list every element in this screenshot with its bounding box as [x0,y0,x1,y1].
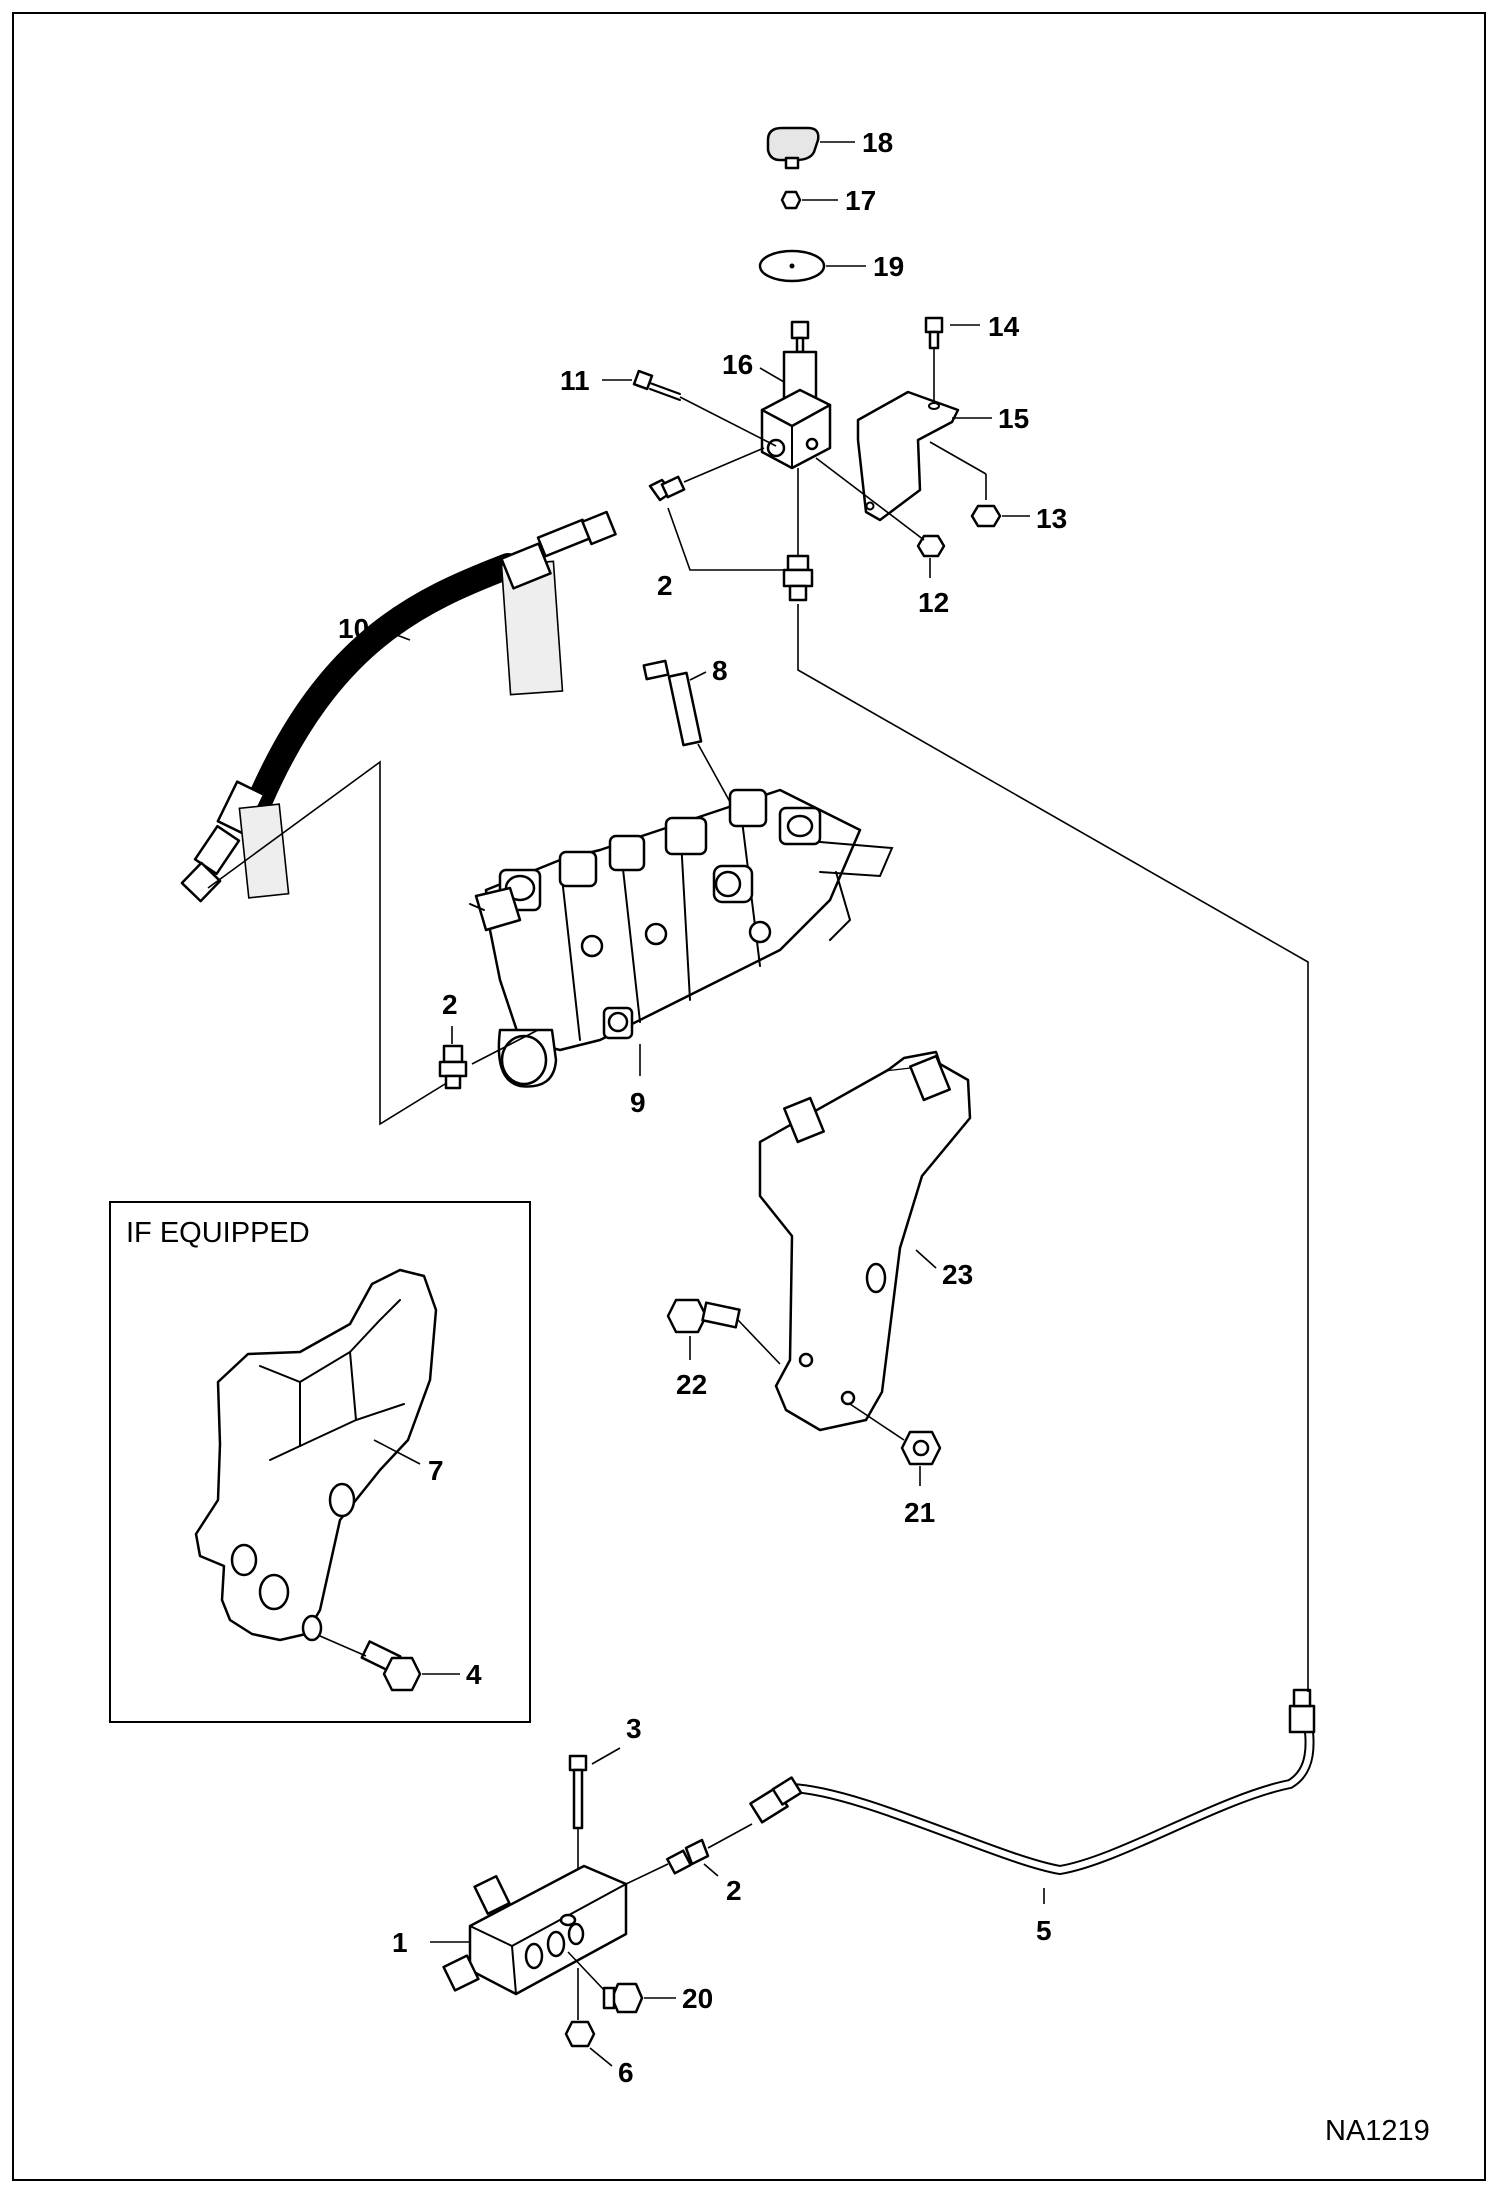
callout-14: 14 [988,311,1020,342]
part-15-bracket [856,390,960,522]
inset-box [109,1201,531,1723]
callout-1: 1 [392,1927,408,1958]
part-19-washer [758,249,826,283]
part-1-manifold [442,1864,628,1996]
diagram-border [12,12,1486,2181]
drawing-number: NA1219 [1325,2115,1430,2147]
part-21-nut [900,1430,942,1466]
part-14-bolt [924,316,944,350]
callout-6: 6 [618,2057,634,2088]
callout-16: 16 [722,349,753,380]
callout-12: 12 [918,587,949,618]
callout-2-lower: 2 [726,1875,742,1906]
callout-7: 7 [428,1455,444,1486]
callout-2-middle: 2 [442,989,458,1020]
callout-2-top: 2 [657,570,673,601]
callout-10: 10 [338,613,369,644]
part-22-bolt [666,1298,741,1334]
part-18-knob [766,126,820,170]
part-13-nut [970,504,1002,528]
callout-21: 21 [904,1497,935,1528]
part-2-fitting-left [648,475,686,502]
part-23-bracket [758,1050,972,1432]
callout-5: 5 [1036,1915,1052,1946]
callout-18: 18 [862,127,893,158]
part-4-bolt [360,1640,422,1692]
callout-20: 20 [682,1983,713,2014]
callout-13: 13 [1036,503,1067,534]
part-20-plug [602,1982,644,2014]
callout-4: 4 [466,1659,482,1690]
part-17-nut [780,190,802,210]
part-6-nut [564,2020,596,2048]
part-8-bolt [642,659,703,747]
part-5-tube [749,1688,1316,1875]
callout-22: 22 [676,1369,707,1400]
part-2-fitting-bottom [782,554,814,602]
callout-11: 11 [560,365,590,396]
callout-3: 3 [626,1713,642,1744]
part-11-bolt [632,369,681,401]
part-9-main-valve [469,788,894,1088]
callout-15: 15 [998,403,1029,434]
part-7-bracket [194,1268,438,1642]
callout-17: 17 [845,185,876,216]
callout-8: 8 [712,655,728,686]
callout-9: 9 [630,1087,646,1118]
part-2-fitting-middle [438,1044,468,1090]
inset-label: IF EQUIPPED [126,1217,310,1249]
callout-19: 19 [873,251,904,282]
part-3-bolt [568,1754,588,1830]
callout-23: 23 [942,1259,973,1290]
part-10-hose [180,510,617,903]
part-2-fitting-lower [666,1838,710,1875]
part-12-nut [916,534,946,558]
part-16-valve [760,320,832,470]
